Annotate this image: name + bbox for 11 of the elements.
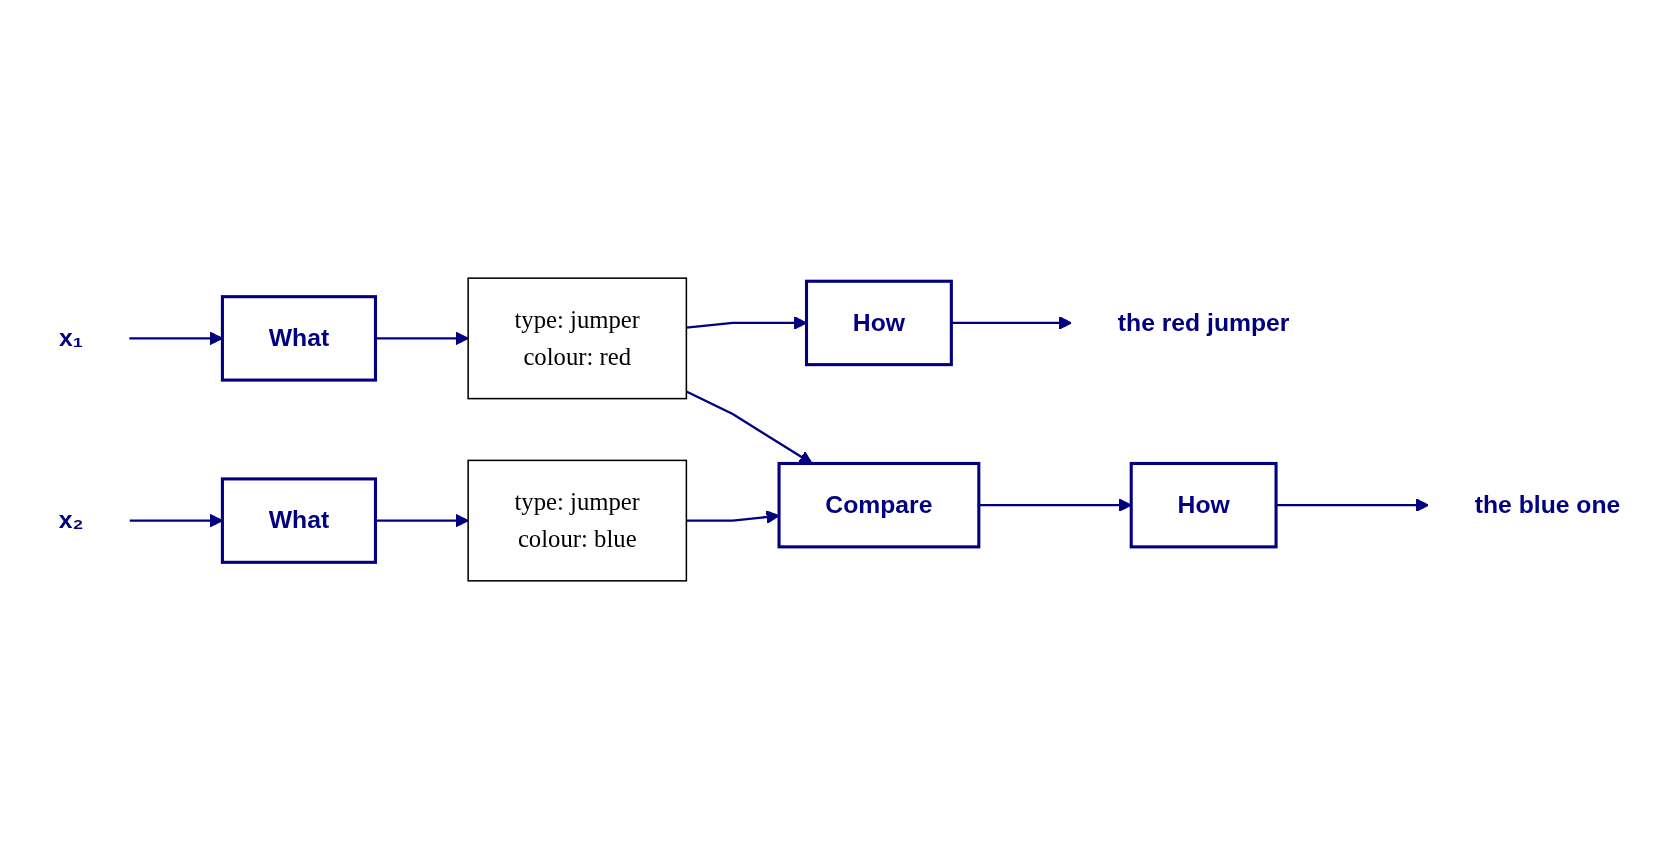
node-text: x₂ (58, 506, 84, 533)
node-box: How (804, 279, 953, 367)
node-box: type: jumper colour: blue (467, 459, 688, 582)
node-text: the red jumper (1117, 309, 1290, 336)
node-box: What (220, 477, 378, 564)
node-box: type: jumper colour: red (467, 277, 688, 400)
node-text: the blue one (1474, 491, 1621, 518)
node-box: Compare (777, 461, 981, 549)
node-text: x₁ (59, 324, 84, 351)
node-box: What (220, 295, 378, 382)
node-box: How (1129, 461, 1278, 549)
